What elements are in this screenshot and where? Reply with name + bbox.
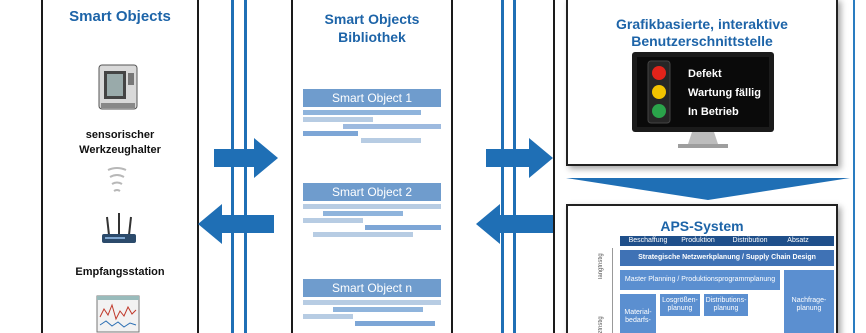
aps-step: Distribution <box>732 237 768 244</box>
traffic-light-yellow <box>652 85 666 99</box>
aps-distribution-planning: Distributions-planung <box>704 294 748 316</box>
ui-panel-title-line1: Grafikbasierte, interaktive <box>616 16 788 32</box>
aps-strategic-planning: Strategische Netzwerkplanung / Supply Ch… <box>620 250 834 266</box>
card-bar <box>303 110 421 115</box>
aps-side-label-short: kurzfristig <box>598 316 604 333</box>
smart-objects-title: Smart Objects <box>69 8 171 25</box>
ui-panel-title-line2: Benutzerschnittstelle <box>631 33 773 49</box>
monitor-icon <box>632 52 774 148</box>
card-bar <box>333 307 423 312</box>
smart-object-card-title: Smart Object n <box>303 279 441 297</box>
card-bar <box>361 138 421 143</box>
smart-object-card-title: Smart Object 2 <box>303 183 441 201</box>
aps-title: APS-System <box>660 218 744 234</box>
left-column-right-border <box>197 0 199 333</box>
aps-step: Absatz <box>787 237 809 244</box>
card-bar <box>303 218 363 223</box>
aps-process-bar <box>620 236 834 246</box>
monitoring-screen-icon <box>96 295 140 333</box>
machine-tool-icon <box>98 64 138 110</box>
card-bar <box>303 204 441 209</box>
receiver-station-icon <box>102 213 136 243</box>
receiver-station-label: Empfangsstation <box>75 266 165 278</box>
aps-panel: APS-System Beschaffung Produktion Distri… <box>566 204 838 333</box>
status-label-in-operation: In Betrieb <box>688 106 739 118</box>
status-label-defect: Defekt <box>688 68 722 80</box>
aps-side-label-long: langfristig <box>598 253 604 279</box>
aps-step: Beschaffung <box>628 237 668 244</box>
status-label-maintenance: Wartung fällig <box>688 87 761 99</box>
card-bar <box>365 225 441 230</box>
chevron-arrow-up-icon <box>566 178 850 200</box>
smart-object-card-title: Smart Object 1 <box>303 89 441 107</box>
card-bar <box>303 314 353 319</box>
wireless-signal-icon <box>107 167 127 192</box>
traffic-light-green <box>652 104 666 118</box>
card-bar <box>303 117 373 122</box>
aps-demand-planning: Nachfrage-planung <box>784 270 834 333</box>
aps-lot-sizing: Losgrößen-planung <box>660 294 700 316</box>
smart-object-card-2: Smart Object 2 <box>303 183 441 245</box>
tool-holder-label-line1: sensorischer <box>85 129 155 141</box>
arrow-right-library-to-ui <box>486 138 553 178</box>
aps-material-planning: Material-bedarfs- <box>620 294 656 333</box>
aps-step: Produktion <box>681 237 715 244</box>
aps-vertical-divider <box>612 248 613 333</box>
card-bar <box>313 232 413 237</box>
aps-master-planning: Master Planning / Produktionsprogrammpla… <box>620 270 780 290</box>
left-column-left-border <box>41 0 43 333</box>
arrow-left-library-to-left <box>198 204 274 244</box>
arrow-left-aps-to-library <box>476 204 553 244</box>
card-bar <box>303 131 358 136</box>
middle-column-right-border <box>451 0 453 333</box>
smart-object-card-1: Smart Object 1 <box>303 89 441 151</box>
ui-panel: Grafikbasierte, interaktive Benutzerschn… <box>566 0 838 166</box>
middle-column-left-border <box>291 0 293 333</box>
right-column-left-border <box>553 0 555 333</box>
card-bar <box>355 321 435 326</box>
card-bar <box>343 124 441 129</box>
traffic-light-red <box>652 66 666 80</box>
library-title-line2: Bibliothek <box>338 29 406 45</box>
tool-holder-label-line2: Werkzeughalter <box>79 144 161 156</box>
arrow-right-left-to-library <box>214 138 278 178</box>
library-title-line1: Smart Objects <box>324 11 420 27</box>
card-bar <box>323 211 403 216</box>
card-bar <box>303 300 441 305</box>
smart-object-card-n: Smart Object n <box>303 279 441 333</box>
right-edge-line <box>853 0 855 333</box>
